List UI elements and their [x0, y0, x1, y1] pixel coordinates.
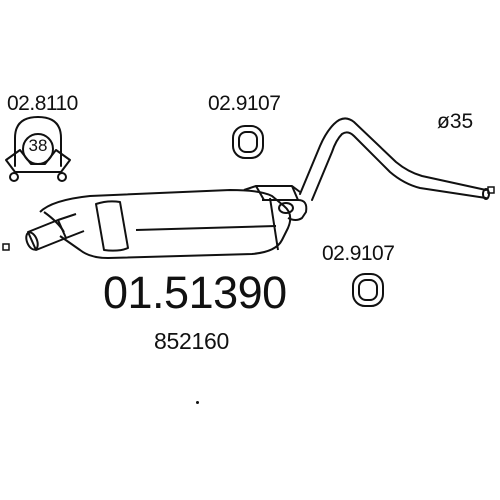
clamp-ref-label: 02.8110 — [7, 92, 78, 115]
oem-number: 852160 — [154, 328, 229, 354]
flange-drawing — [243, 185, 308, 221]
part-number: 01.51390 — [103, 267, 287, 318]
left-end-marker — [2, 243, 10, 251]
inlet-pipe-drawing — [25, 213, 85, 251]
clamp-size-label: 38 — [28, 136, 48, 155]
pipe-diameter-label: ø35 — [437, 110, 474, 133]
clamp-drawing — [5, 116, 71, 182]
gasket-bottom-ref-label: 02.9107 — [322, 242, 395, 265]
tail-pipe-drawing — [299, 117, 490, 201]
gasket-bottom-drawing — [352, 273, 384, 307]
marker-dot — [196, 401, 199, 404]
gasket-top-ref-label: 02.9107 — [208, 92, 281, 115]
silencer-body-drawing — [39, 189, 292, 259]
gasket-top-drawing — [232, 125, 264, 159]
